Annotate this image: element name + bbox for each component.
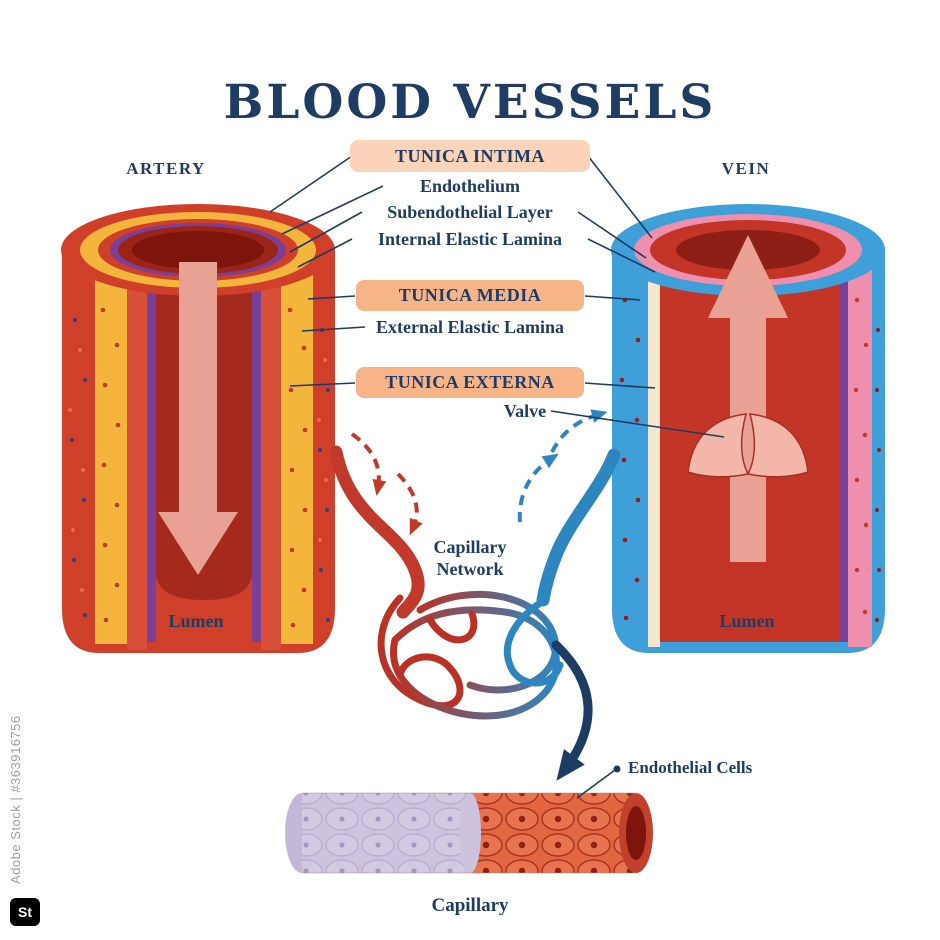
artery-flow-arrow [158, 262, 238, 575]
capillary-network-label-line1: Capillary [433, 537, 507, 557]
internal-elastic-lamina-label: Internal Elastic Lamina [377, 229, 562, 249]
capillary-network-label-line2: Network [436, 559, 504, 579]
vein-lumen-label: Lumen [719, 611, 775, 631]
vein-valve [687, 413, 809, 478]
endothelial-cells-label: Endothelial Cells [628, 758, 753, 777]
watermark-side-text: Adobe Stock | #363916756 [8, 715, 23, 884]
adobe-stock-logo: St [10, 898, 40, 926]
artery-lumen-label: Lumen [168, 611, 224, 631]
tunica-media-box: TUNICA MEDIA [356, 280, 584, 311]
tunica-intima-label: TUNICA INTIMA [394, 145, 546, 166]
leader-lines [269, 155, 725, 799]
vein-label: VEIN [721, 159, 771, 178]
flow-direction-arrows [350, 409, 608, 536]
valve-label: Valve [503, 401, 547, 421]
page-title: BLOOD VESSELS [223, 75, 717, 131]
capillary-closeup-illustration [285, 792, 653, 874]
capillary-zoom-arrow [551, 640, 593, 781]
capillary-network-illustration [329, 445, 621, 720]
artery-label: ARTERY [126, 159, 206, 178]
external-elastic-lamina-label: External Elastic Lamina [376, 317, 564, 337]
subendothelial-layer-label: Subendothelial Layer [387, 202, 553, 222]
tunica-intima-box: TUNICA INTIMA [350, 140, 590, 172]
endothelial-cells-bullet [613, 765, 621, 773]
endothelium-label: Endothelium [419, 176, 521, 196]
adobe-stock-logo-text: St [18, 904, 32, 920]
capillary-label: Capillary [431, 895, 509, 916]
tunica-media-label: TUNICA MEDIA [398, 285, 542, 305]
tunica-externa-box: TUNICA EXTERNA [356, 367, 584, 398]
artery-illustration [61, 204, 335, 653]
tunica-externa-label: TUNICA EXTERNA [385, 372, 555, 392]
vein-illustration [611, 204, 885, 653]
